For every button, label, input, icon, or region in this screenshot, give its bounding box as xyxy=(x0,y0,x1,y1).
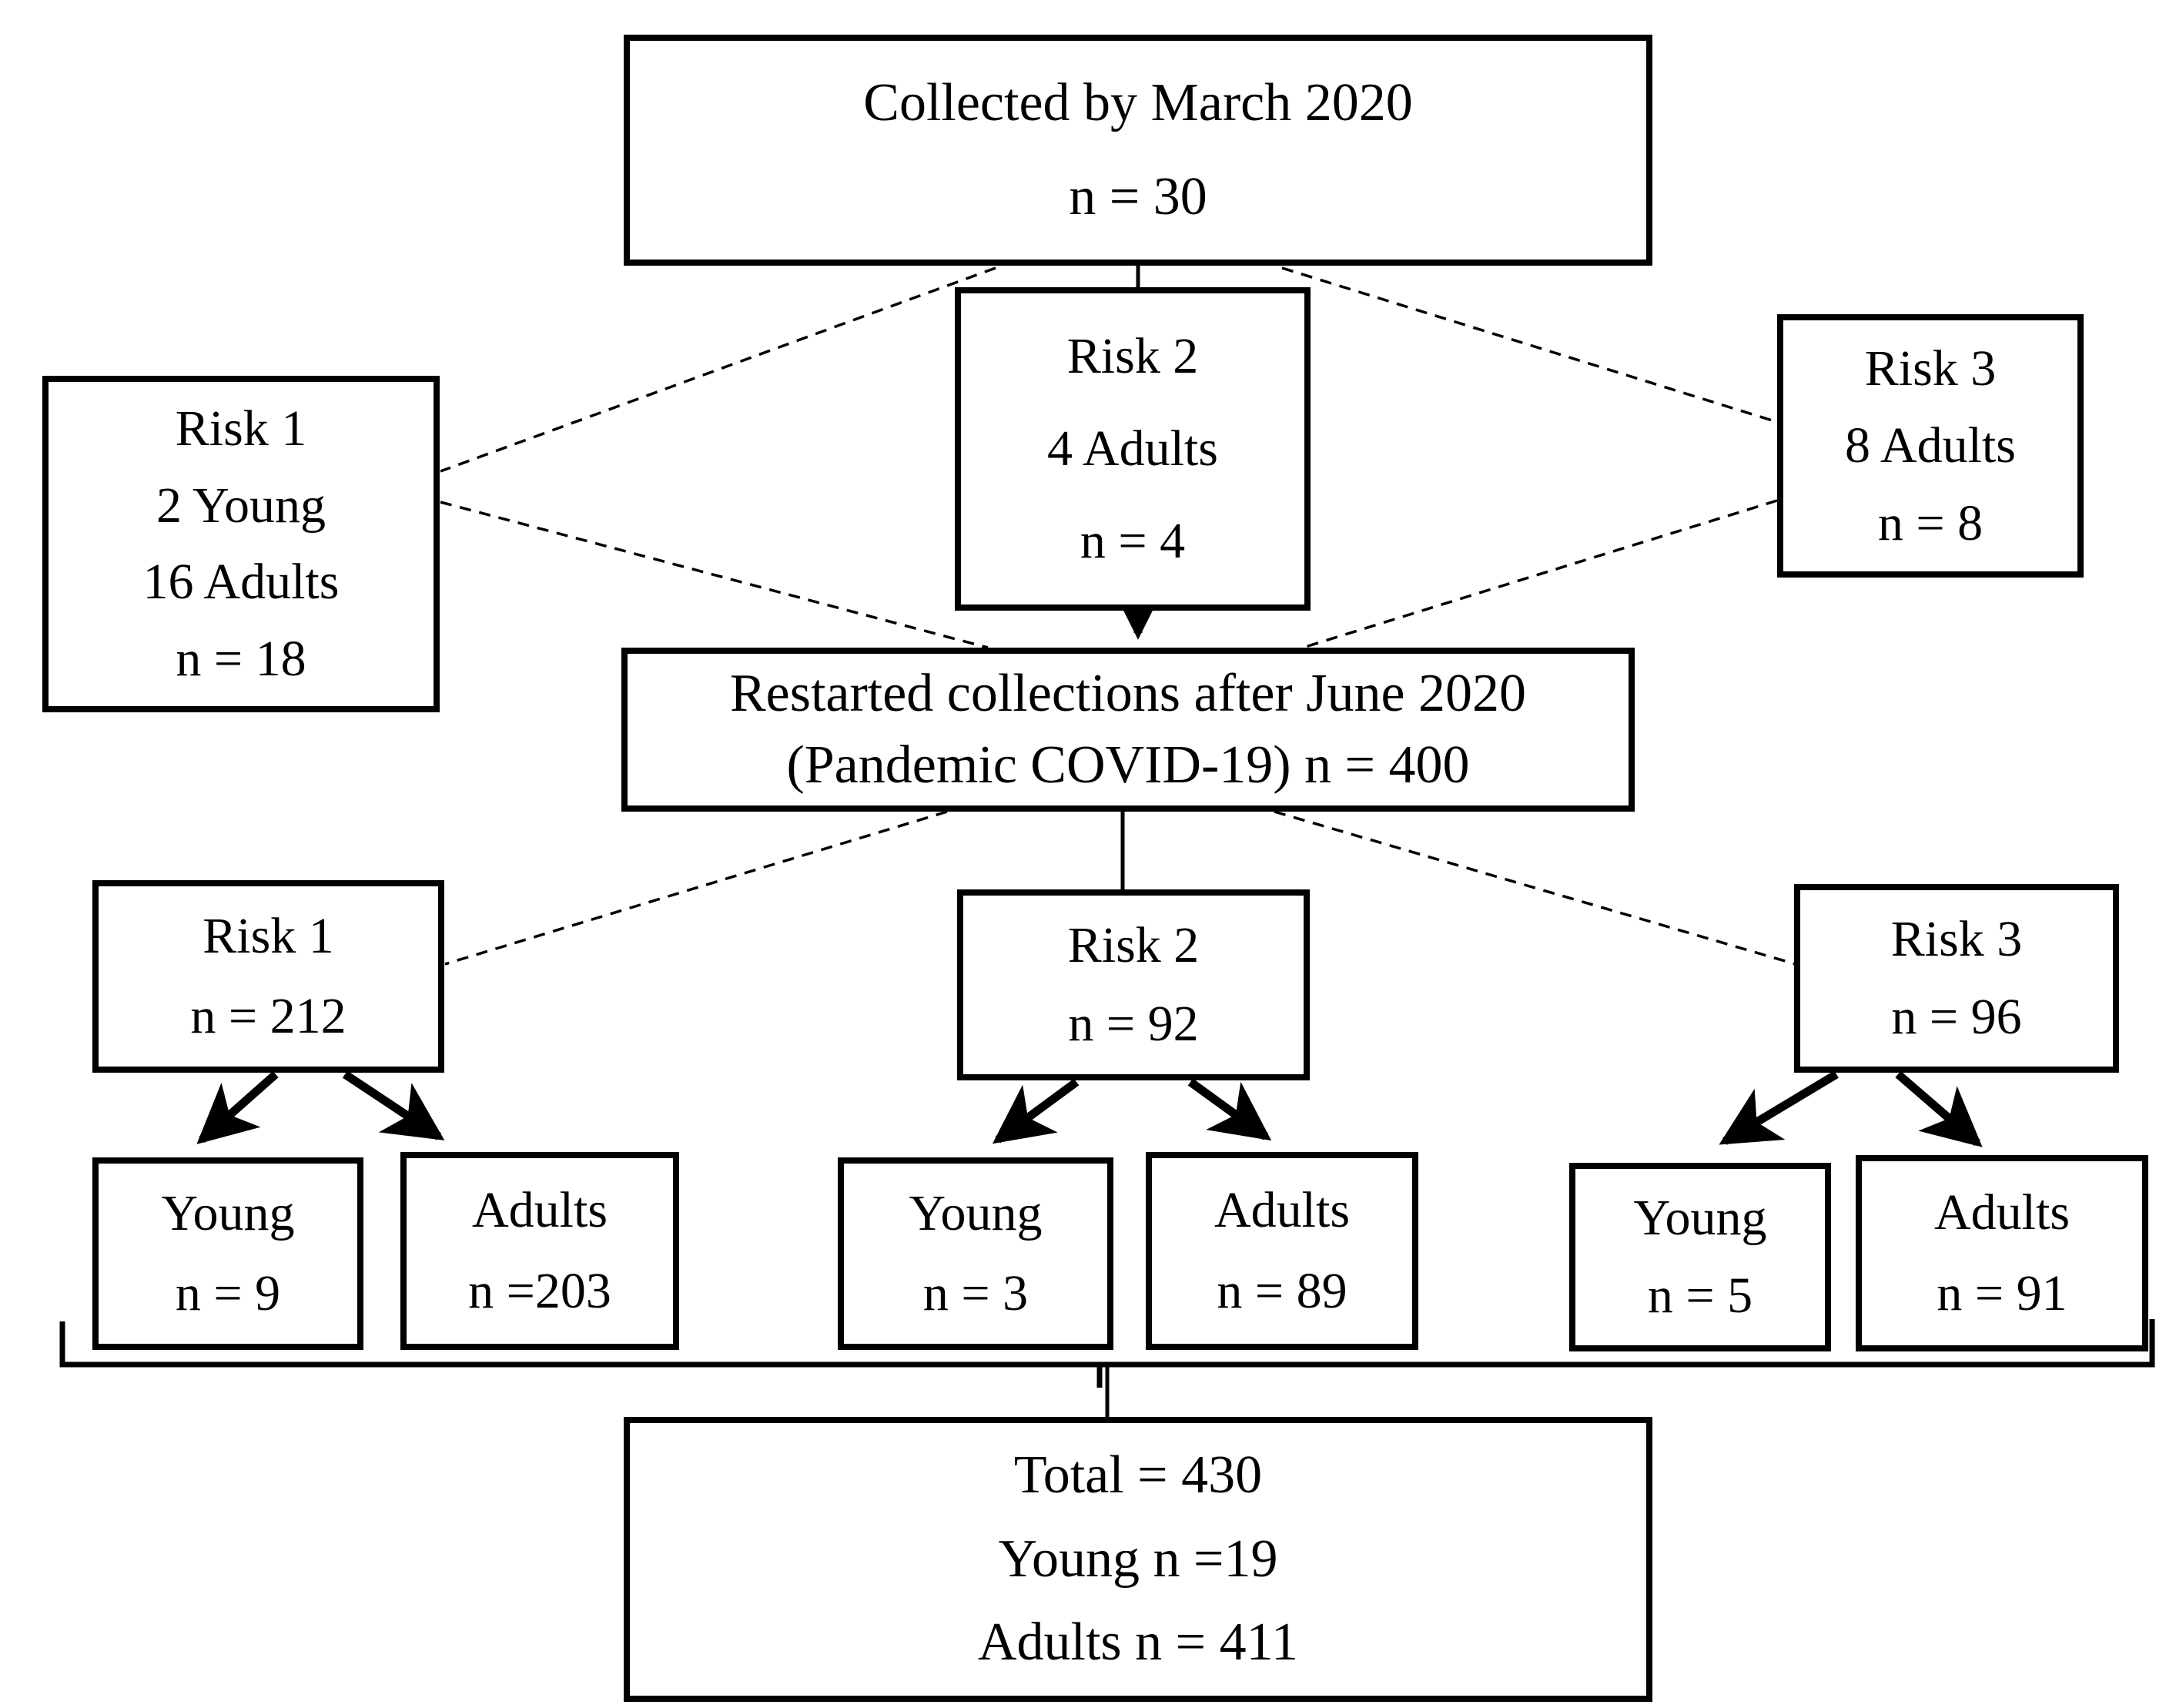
text-line: Adults xyxy=(1214,1181,1351,1238)
text-line: n = 8 xyxy=(1877,494,1984,551)
text-line: Adults xyxy=(471,1181,608,1238)
arrow-risk3-to-young xyxy=(1719,1070,1839,1145)
edge-restarted-to-risk3 xyxy=(1274,810,1796,966)
node-young-risk2: Young n = 3 xyxy=(838,1157,1113,1350)
node-restarted-collections: Restarted collections after June 2020 (P… xyxy=(621,648,1635,812)
text-line: Young xyxy=(909,1185,1043,1242)
edge-collected-to-risk1-initial xyxy=(440,266,996,473)
node-young-risk3: Young n = 5 xyxy=(1569,1163,1831,1351)
node-risk3: Risk 3 n = 96 xyxy=(1794,884,2119,1073)
text-line: n = 212 xyxy=(190,987,346,1044)
text-line: n = 91 xyxy=(1937,1265,2067,1322)
node-young-risk1: Young n = 9 xyxy=(92,1157,363,1350)
edge-risk3-initial-to-restarted xyxy=(1302,499,1778,649)
node-adults-risk3: Adults n = 91 xyxy=(1856,1155,2148,1351)
text-line: n =203 xyxy=(468,1263,611,1320)
arrow-risk1-to-adults xyxy=(342,1070,445,1140)
text-line: Young xyxy=(161,1185,295,1242)
text-line: n = 92 xyxy=(1068,996,1199,1053)
arrow-risk2-to-young xyxy=(992,1078,1080,1144)
text-line: 8 Adults xyxy=(1845,417,2016,474)
text-line: Risk 2 xyxy=(1067,916,1200,973)
node-risk2: Risk 2 n = 92 xyxy=(957,889,1310,1080)
node-adults-risk1: Adults n =203 xyxy=(400,1152,679,1350)
text-line: 16 Adults xyxy=(142,554,340,611)
edge-risk1-initial-to-restarted xyxy=(440,501,989,649)
text-line: n = 9 xyxy=(175,1264,281,1321)
text-line: Risk 2 xyxy=(1066,328,1199,385)
text-line: Risk 1 xyxy=(203,908,334,965)
node-adults-risk2: Adults n = 89 xyxy=(1146,1152,1418,1350)
text-line: 2 Young xyxy=(156,477,326,534)
edge-restarted-to-risk1 xyxy=(444,810,948,966)
text-line: Risk 3 xyxy=(1890,910,2023,967)
node-risk1-initial: Risk 1 2 Young 16 Adults n = 18 xyxy=(42,376,440,712)
text-line: Adults n = 411 xyxy=(977,1613,1299,1673)
text-line: n = 96 xyxy=(1891,989,2022,1046)
node-collected-march-2020: Collected by March 2020 n = 30 xyxy=(624,35,1652,266)
node-risk1: Risk 1 n = 212 xyxy=(92,880,444,1073)
arrow-risk2-to-adults xyxy=(1187,1078,1272,1141)
text-line: Collected by March 2020 xyxy=(863,73,1413,132)
text-line: Young xyxy=(1633,1189,1767,1246)
text-line: Risk 1 xyxy=(175,400,307,457)
edge-collected-to-risk3-initial xyxy=(1281,266,1778,424)
node-risk3-initial: Risk 3 8 Adults n = 8 xyxy=(1777,314,2084,578)
node-risk2-initial: Risk 2 4 Adults n = 4 xyxy=(955,287,1311,611)
text-line: Young n =19 xyxy=(998,1529,1278,1589)
text-line: (Pandemic COVID-19) n = 400 xyxy=(786,735,1470,795)
text-line: n = 5 xyxy=(1647,1268,1753,1325)
text-line: n = 30 xyxy=(1069,166,1207,226)
text-line: Risk 3 xyxy=(1864,340,1997,397)
text-line: n = 4 xyxy=(1080,513,1186,570)
text-line: Total = 430 xyxy=(1013,1445,1263,1505)
arrow-risk3-to-adults xyxy=(1895,1070,1983,1147)
arrow-risk1-to-young xyxy=(196,1070,279,1144)
node-total: Total = 430 Young n =19 Adults n = 411 xyxy=(624,1417,1652,1702)
text-line: n = 89 xyxy=(1217,1263,1347,1320)
text-line: n = 18 xyxy=(176,630,306,687)
text-line: Adults xyxy=(1933,1184,2071,1241)
text-line: n = 3 xyxy=(922,1264,1029,1321)
text-line: 4 Adults xyxy=(1047,420,1218,477)
text-line: Restarted collections after June 2020 xyxy=(729,664,1527,723)
